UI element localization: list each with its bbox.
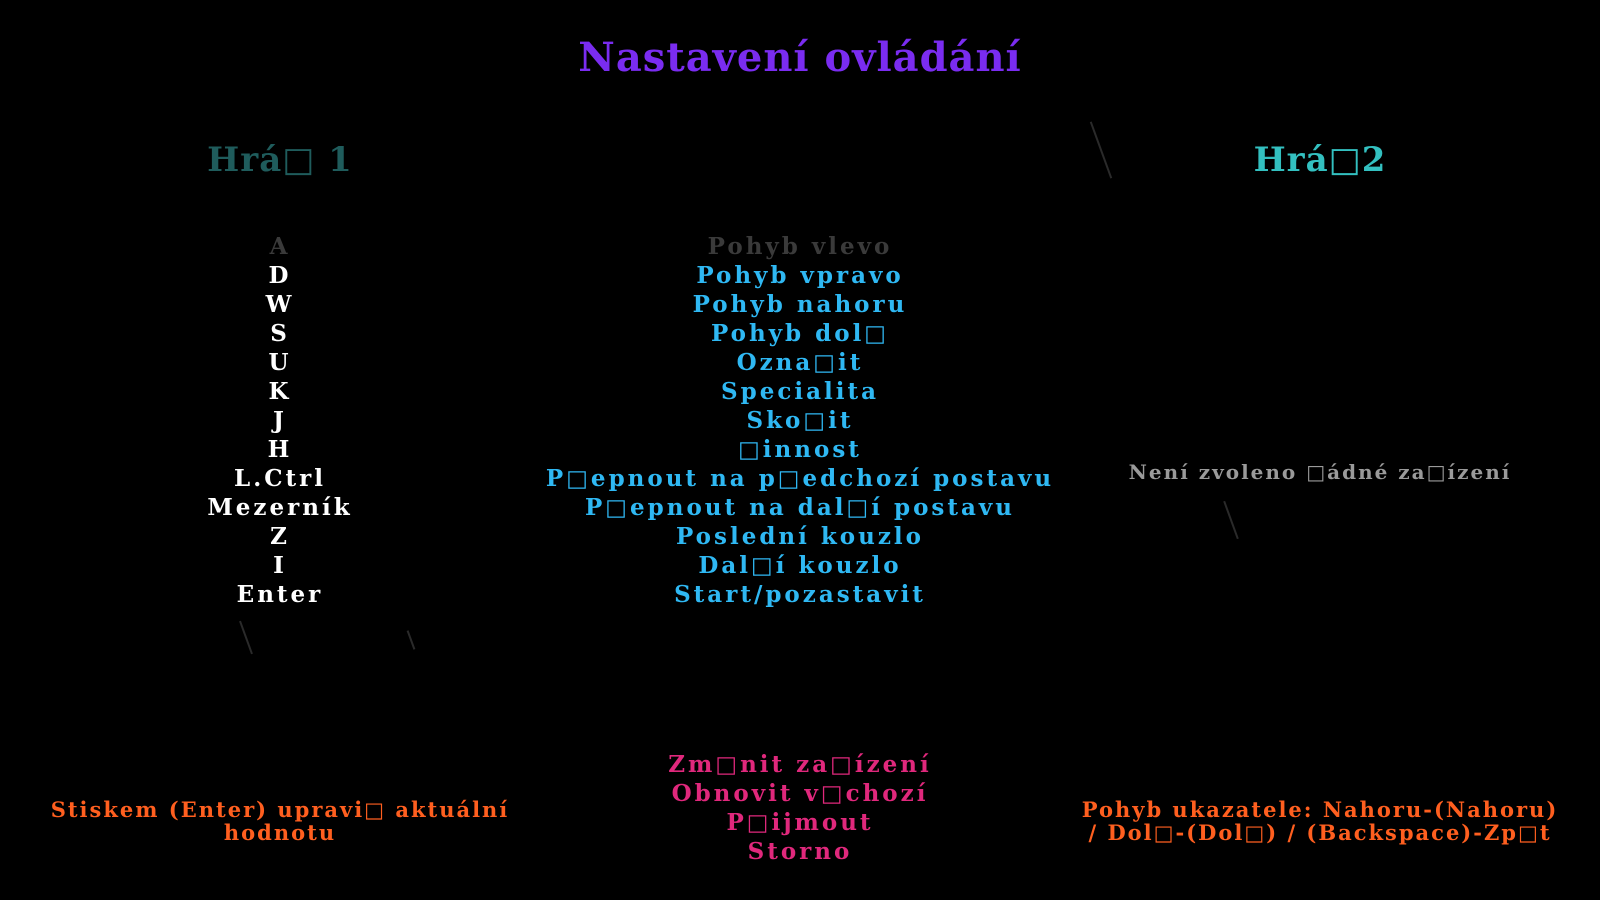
action-row[interactable]: Pohyb vlevo [707, 233, 893, 260]
edit-hint: Stiskem (Enter) upravi□ aktuální hodnotu [40, 798, 520, 844]
key-binding[interactable]: S [270, 320, 290, 347]
action-row[interactable]: P□epnout na dal□í postavu [585, 494, 1015, 521]
action-row[interactable]: Pohyb dol□ [710, 320, 890, 347]
key-binding[interactable]: K [268, 378, 292, 405]
change-device-button[interactable]: Zm□nit za□ízení [668, 751, 932, 778]
action-column: Pohyb vlevo Pohyb vpravo Pohyb nahoru Po… [500, 232, 1100, 609]
action-row[interactable]: Specialita [721, 378, 879, 405]
edit-hint-line: hodnotu [223, 820, 337, 845]
key-binding[interactable]: Enter [236, 581, 324, 608]
key-binding[interactable]: A [269, 233, 291, 260]
key-binding[interactable]: D [268, 262, 292, 289]
player2-tab[interactable]: Hrá□2 [1253, 140, 1387, 180]
page-title: Nastavení ovládání [578, 34, 1022, 81]
edit-hint-line: Stiskem (Enter) upravi□ aktuální [50, 797, 510, 822]
key-binding[interactable]: I [273, 552, 287, 579]
navigation-hint-line: / Dol□-(Dol□) / (Backspace)-Zp□t [1088, 820, 1552, 845]
navigation-hint-line: Pohyb ukazatele: Nahoru-(Nahoru) [1081, 797, 1559, 822]
action-row[interactable]: Dal□í kouzlo [698, 552, 902, 579]
action-row[interactable]: P□epnout na p□edchozí postavu [545, 465, 1055, 492]
action-row[interactable]: □innost [738, 436, 862, 463]
key-binding[interactable]: L.Ctrl [234, 465, 326, 492]
player2-device-status: Není zvoleno □ádné za□ízení [1128, 460, 1512, 484]
cancel-button[interactable]: Storno [747, 838, 853, 865]
action-row[interactable]: Poslední kouzlo [675, 523, 925, 550]
action-row[interactable]: Pohyb vpravo [696, 262, 904, 289]
key-binding[interactable]: U [268, 349, 292, 376]
key-binding[interactable]: H [267, 436, 293, 463]
rain-streak [1223, 500, 1239, 540]
navigation-hint: Pohyb ukazatele: Nahoru-(Nahoru) / Dol□-… [1060, 798, 1580, 844]
options-menu: Zm□nit za□ízení Obnovit v□chozí P□ijmout… [560, 750, 1040, 866]
restore-default-button[interactable]: Obnovit v□chozí [671, 780, 929, 807]
rain-streak [1089, 121, 1113, 179]
action-row[interactable]: Ozna□it [736, 349, 864, 376]
accept-button[interactable]: P□ijmout [726, 809, 874, 836]
key-column: A D W S U K J H L.Ctrl Mezerník Z I Ente… [180, 232, 380, 609]
action-row[interactable]: Start/pozastavit [674, 581, 926, 608]
key-binding[interactable]: Mezerník [207, 494, 353, 521]
key-binding[interactable]: Z [270, 523, 290, 550]
key-binding[interactable]: W [265, 291, 295, 318]
action-row[interactable]: Pohyb nahoru [692, 291, 908, 318]
key-binding[interactable]: J [273, 407, 287, 434]
rain-streak [406, 630, 416, 650]
player1-tab[interactable]: Hrá□ 1 [207, 140, 353, 180]
action-row[interactable]: Sko□it [746, 407, 854, 434]
rain-streak [239, 620, 253, 655]
